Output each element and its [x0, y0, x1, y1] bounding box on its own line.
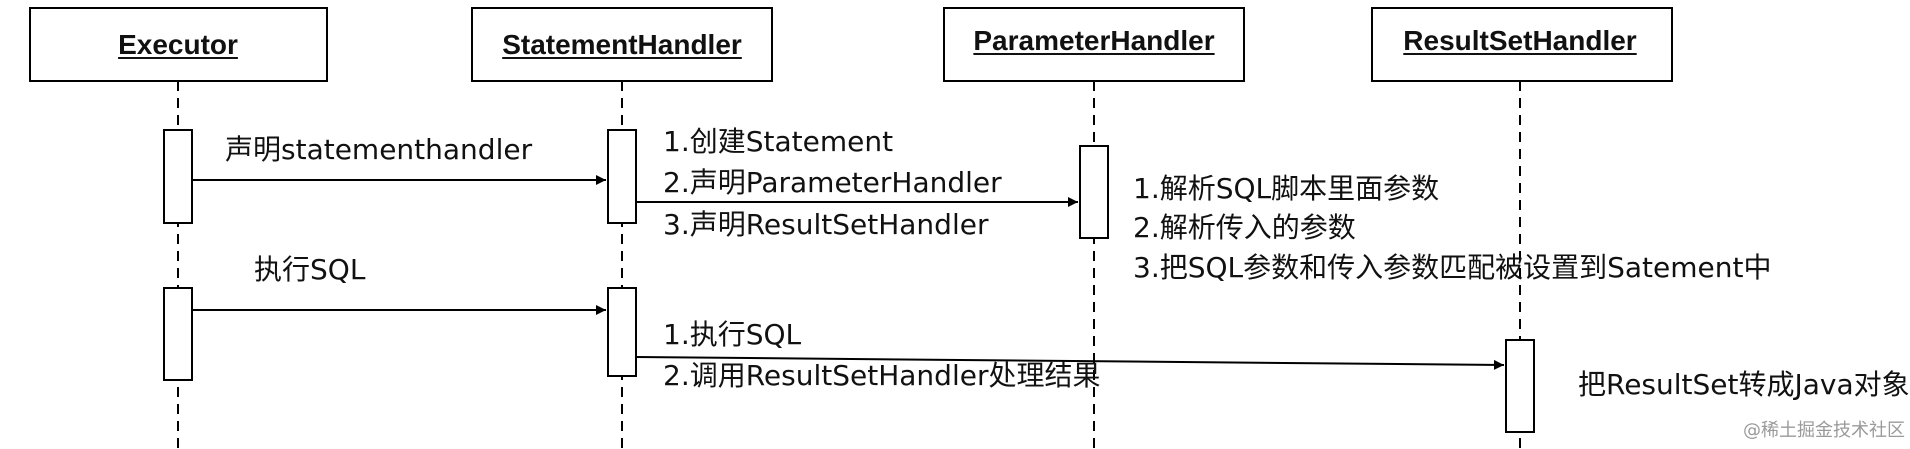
note-parse-sql-params: 1.解析SQL脚本里面参数 — [1133, 172, 1440, 205]
participant-box-executor — [29, 7, 328, 82]
participant-title-resultset-handler: ResultSetHandler — [1403, 25, 1637, 56]
note-match-params: 3.把SQL参数和传入参数匹配被设置到Satement中 — [1133, 251, 1772, 284]
note-resultset-to-java: 把ResultSet转成Java对象 — [1578, 368, 1910, 401]
activation-resultset-handler — [1505, 339, 1535, 433]
participant-box-resultset-handler — [1371, 7, 1673, 82]
activation-statement-handler-1 — [607, 129, 637, 224]
message-label-create-statement: 1.创建Statement — [663, 125, 894, 158]
participant-box-parameter-handler — [943, 7, 1245, 82]
participant-title-parameter-handler: ParameterHandler — [973, 25, 1215, 56]
message-label-step-execute-sql: 1.执行SQL — [663, 318, 802, 351]
message-label-call-resultsethandler: 2.调用ResultSetHandler处理结果 — [663, 359, 1101, 392]
arrow-statement-to-resultset — [635, 356, 1505, 370]
activation-statement-handler-2 — [607, 287, 637, 377]
participant-title-statement-handler: StatementHandler — [502, 29, 742, 60]
activation-executor-2 — [163, 287, 193, 381]
activation-executor-1 — [163, 129, 193, 224]
participant-box-statement-handler — [471, 7, 773, 82]
participant-title-executor: Executor — [118, 29, 238, 60]
watermark: @稀土掘金技术社区 — [1743, 420, 1905, 441]
message-label-execute-sql: 执行SQL — [254, 253, 366, 286]
note-parse-input-params: 2.解析传入的参数 — [1133, 211, 1356, 244]
message-label-declare-statementhandler: 声明statementhandler — [225, 133, 533, 166]
message-label-declare-resultsethandler: 3.声明ResultSetHandler — [663, 208, 989, 241]
message-label-declare-parameterhandler: 2.声明ParameterHandler — [663, 166, 1002, 199]
activation-parameter-handler — [1079, 145, 1109, 239]
